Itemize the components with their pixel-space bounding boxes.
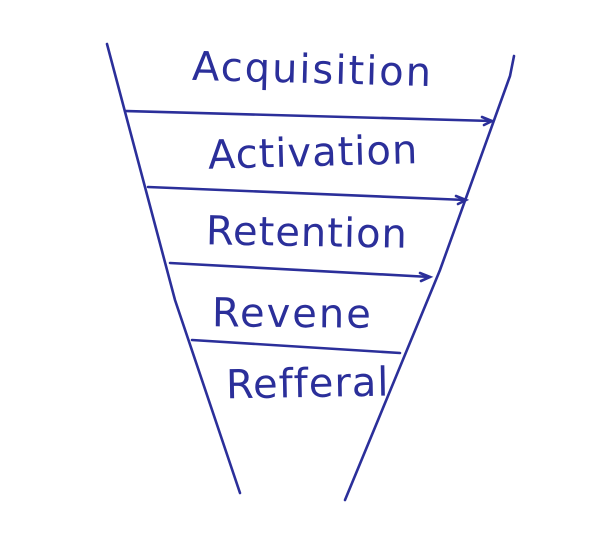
- stage-divider-3: [168, 261, 432, 279]
- divider-flick-1: [480, 115, 496, 127]
- stage-label-acquisition: Acquisition: [191, 43, 434, 97]
- funnel-right-edge: [343, 54, 516, 502]
- stage-label-retention: Retention: [205, 208, 409, 258]
- stage-label-activation: Activation: [207, 127, 419, 179]
- stage-label-revenue: Revene: [211, 290, 374, 338]
- stage-divider-4: [190, 338, 402, 355]
- divider-flick-2: [454, 194, 470, 206]
- stage-divider-2: [146, 185, 468, 202]
- stage-divider-1: [124, 109, 494, 123]
- stage-label-referral: Refferal: [225, 359, 390, 409]
- divider-flick-3: [418, 271, 434, 283]
- funnel-left-edge: [105, 42, 242, 495]
